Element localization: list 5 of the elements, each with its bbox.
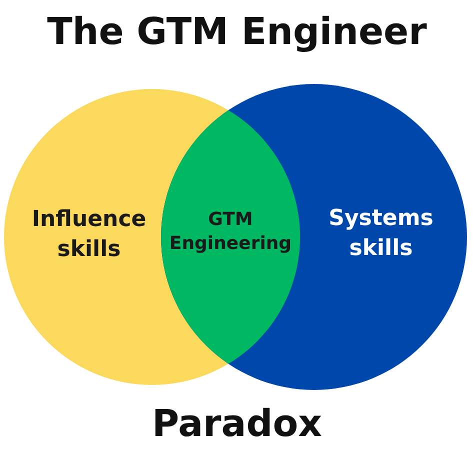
- circle-label: Influence skills: [30, 206, 148, 264]
- title: The GTM Engineer: [46, 10, 428, 53]
- circle-label: Systems skills: [328, 205, 434, 263]
- caption: Paradox: [150, 402, 324, 445]
- circle-label: GTM Engineering: [168, 208, 293, 256]
